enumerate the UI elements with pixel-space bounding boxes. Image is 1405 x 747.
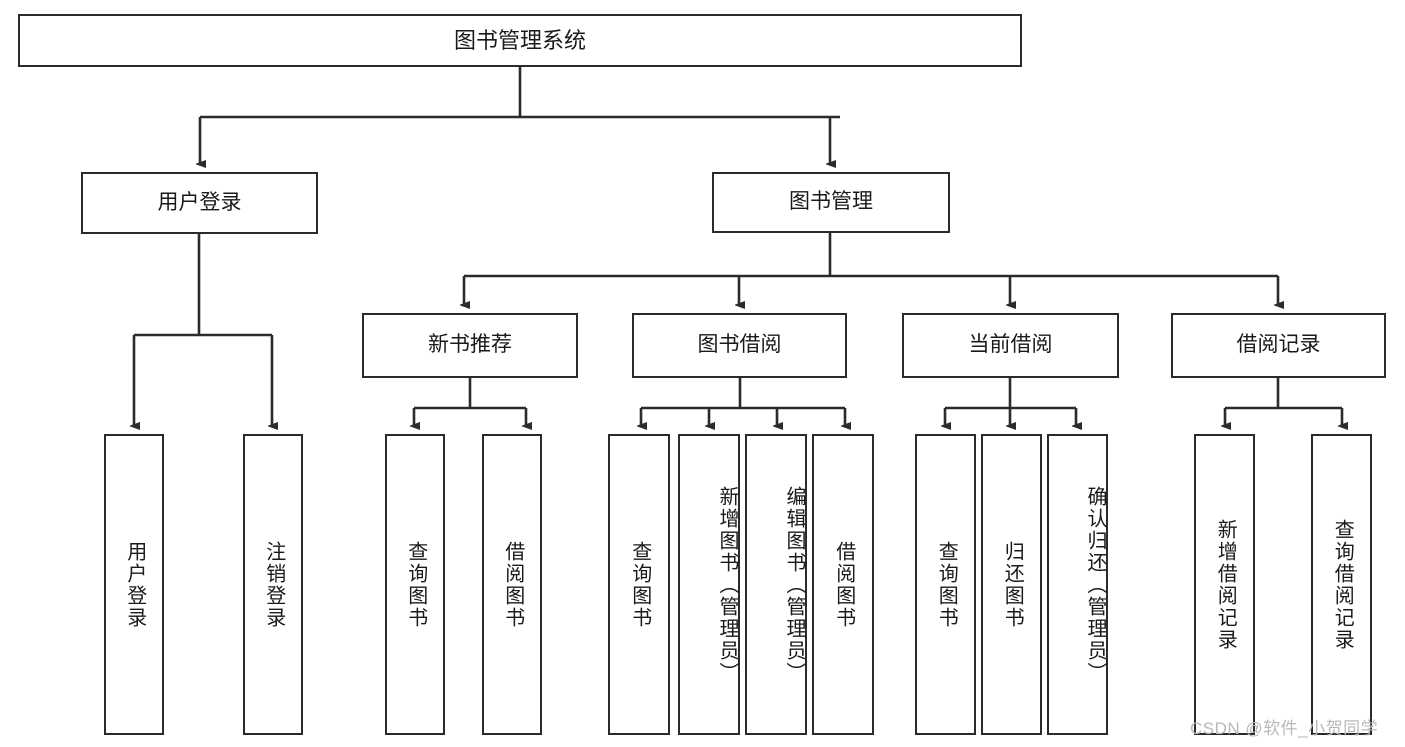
leaf-query-book[interactable]: 查询图书 (608, 434, 670, 735)
node-current-borrow[interactable]: 当前借阅 (902, 313, 1119, 378)
leaf-borrow-book-new[interactable]: 借阅图书 (482, 434, 542, 735)
node-root[interactable]: 图书管理系统 (18, 14, 1022, 67)
node-borrow-record[interactable]: 借阅记录 (1171, 313, 1386, 378)
watermark: CSDN @软件_小贺同学 (1190, 719, 1379, 738)
leaf-confirm-return-admin[interactable]: 确认归还（管理员） (1047, 434, 1108, 735)
node-user-login[interactable]: 用户登录 (81, 172, 318, 234)
leaf-add-borrow-record[interactable]: 新增借阅记录 (1194, 434, 1255, 735)
node-book-management[interactable]: 图书管理 (712, 172, 950, 233)
leaf-add-book-admin[interactable]: 新增图书（管理员） (678, 434, 740, 735)
leaf-user-login[interactable]: 用户登录 (104, 434, 164, 735)
leaf-borrow-book[interactable]: 借阅图书 (812, 434, 874, 735)
leaf-edit-book-admin[interactable]: 编辑图书（管理员） (745, 434, 807, 735)
leaf-query-book-new[interactable]: 查询图书 (385, 434, 445, 735)
leaf-user-logout[interactable]: 注销登录 (243, 434, 303, 735)
node-book-borrow[interactable]: 图书借阅 (632, 313, 847, 378)
leaf-return-book[interactable]: 归还图书 (981, 434, 1042, 735)
leaf-query-borrow-record[interactable]: 查询借阅记录 (1311, 434, 1372, 735)
leaf-query-book-current[interactable]: 查询图书 (915, 434, 976, 735)
node-new-book-recommend[interactable]: 新书推荐 (362, 313, 578, 378)
